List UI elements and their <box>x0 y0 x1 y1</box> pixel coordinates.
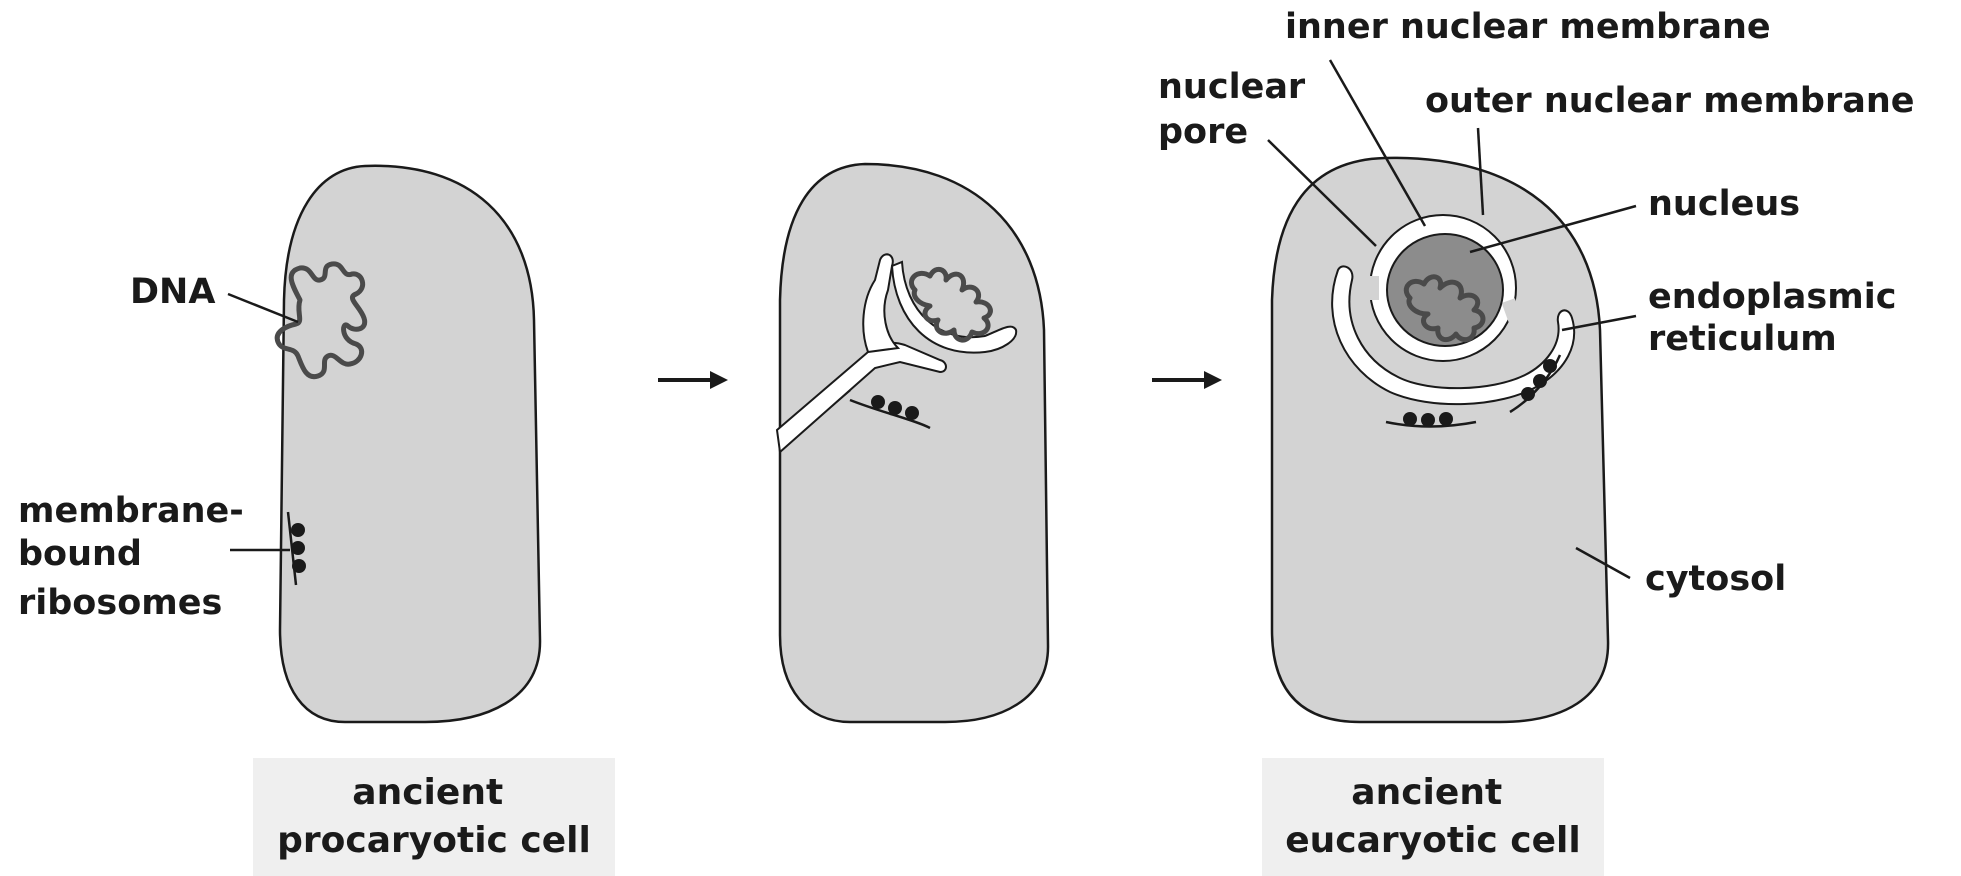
label-inner-nuclear-membrane: inner nuclear membrane <box>1285 7 1771 47</box>
label-dna: DNA <box>130 272 215 312</box>
ribosome <box>1403 412 1417 426</box>
procaryotic-cell <box>228 166 540 722</box>
ribosome <box>905 406 919 420</box>
eucaryotic-cell <box>1268 60 1636 722</box>
ribosome <box>1421 413 1435 427</box>
cell-2-body <box>780 164 1048 722</box>
ribosome <box>1533 374 1547 388</box>
ribosome <box>291 523 305 537</box>
caption-procaryotic: ancient procaryotic cell <box>253 758 615 876</box>
caption-eucaryotic: ancient eucaryotic cell <box>1262 758 1604 876</box>
label-nuclear-pore: nuclear pore <box>1158 67 1317 152</box>
label-cytosol: cytosol <box>1645 559 1786 599</box>
intermediate-cell <box>777 164 1048 722</box>
cell-1-body <box>280 166 540 722</box>
label-endoplasmic-reticulum: endoplasmic reticulum <box>1648 277 1909 359</box>
ribosome <box>888 401 902 415</box>
label-outer-nuclear-membrane: outer nuclear membrane <box>1425 81 1915 121</box>
arrow-right-icon <box>658 371 728 389</box>
label-membrane-bound-ribosomes: membrane- bound ribosomes <box>18 491 256 623</box>
label-nucleus: nucleus <box>1648 184 1800 224</box>
ribosome <box>292 559 306 573</box>
arrow-right-icon <box>1152 371 1222 389</box>
ribosome <box>1521 387 1535 401</box>
ribosome <box>291 541 305 555</box>
ribosome <box>1439 412 1453 426</box>
ribosome <box>871 395 885 409</box>
ribosome <box>1543 359 1557 373</box>
